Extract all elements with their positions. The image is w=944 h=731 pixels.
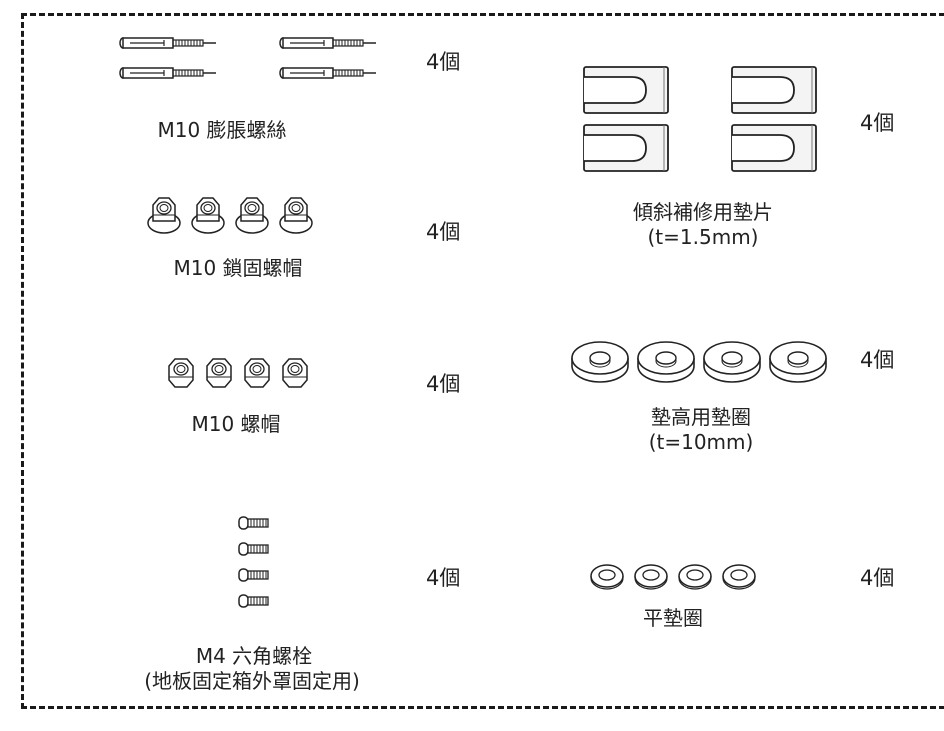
hex-nut-icon [168,358,308,388]
item-name-hex-bolt-line1: M4 六角螺栓 [195,644,313,668]
item-qty-spacer: 4個 [860,348,895,372]
item-name-lock-nut: M10 鎖固螺帽 [173,256,303,280]
item-name-hex-bolt-line2: (地板固定箱外罩固定用) [144,669,360,693]
item-name-anchor-bolt: M10 膨脹螺絲 [157,118,287,142]
flange-lock-nut-icon [147,197,313,234]
item-name-spacer-line2: (t=10mm) [648,430,754,454]
item-qty-hex-nut: 4個 [426,372,461,396]
item-name-spacer-line1: 墊高用墊圈 [651,405,751,429]
flat-washer-icon [590,564,756,590]
anchor-bolt-icon [119,37,377,79]
item-qty-flat-washer: 4個 [860,566,895,590]
item-name-flat-washer: 平墊圈 [643,606,703,630]
item-qty-hex-bolt: 4個 [426,566,461,590]
parts-list-frame [21,13,944,709]
item-name-shim-line1: 傾斜補修用墊片 [633,200,773,224]
shim-plate-icon [583,66,817,172]
item-name-shim-line2: (t=1.5mm) [647,225,759,249]
spacer-washer-icon [571,341,827,383]
hex-bolt-icon [238,516,269,608]
item-qty-anchor-bolt: 4個 [426,50,461,74]
item-qty-lock-nut: 4個 [426,220,461,244]
item-qty-shim: 4個 [860,111,895,135]
item-name-hex-nut: M10 螺帽 [191,412,281,436]
